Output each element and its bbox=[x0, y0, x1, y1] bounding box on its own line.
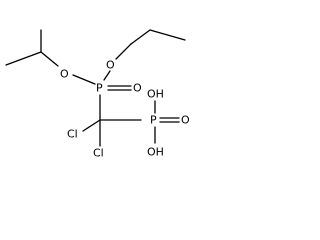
atom-p-lower: P bbox=[150, 114, 157, 127]
chemical-structure-diagram: O O P O P OH O OH Cl Cl bbox=[5, 29, 190, 160]
bond-right-methyl-b bbox=[149, 29, 186, 41]
structure-canvas: O O P O P OH O OH Cl Cl bbox=[5, 29, 190, 160]
bond-o-left-to-p-upper bbox=[72, 74, 96, 85]
atom-cl-lower: Cl bbox=[93, 147, 104, 160]
atom-p-upper: P bbox=[96, 82, 103, 95]
atom-oh-upper: OH bbox=[147, 88, 164, 101]
bond-ccl2-to-cl-left bbox=[82, 119, 101, 132]
atom-o-ester-right: O bbox=[106, 59, 115, 72]
atom-o-double-lower: O bbox=[181, 114, 190, 127]
bond-o-right-to-p-upper bbox=[103, 70, 111, 81]
bond-left-ch-to-o bbox=[40, 51, 59, 67]
atom-o-ester-left: O bbox=[60, 68, 69, 81]
atom-o-double-upper: O bbox=[133, 82, 142, 95]
atom-cl-left: Cl bbox=[67, 128, 78, 141]
bond-right-methyl-a bbox=[130, 29, 151, 45]
atom-oh-lower: OH bbox=[147, 146, 164, 159]
bond-left-methyl-a bbox=[5, 51, 42, 66]
bond-right-ch-to-o bbox=[115, 43, 132, 60]
